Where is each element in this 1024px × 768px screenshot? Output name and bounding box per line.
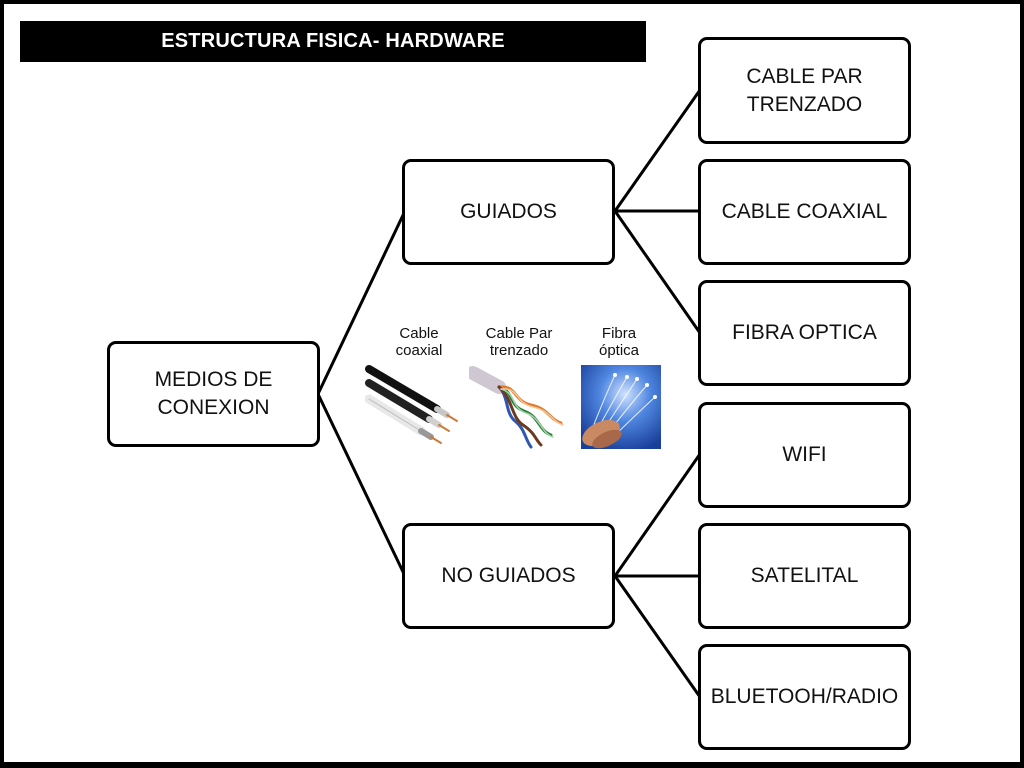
leaf-node-par-trenzado: CABLE PAR TRENZADO (698, 37, 911, 144)
coaxial-cable-icon (365, 365, 458, 444)
twisted-pair-cable-icon (469, 366, 564, 449)
slide: ESTRUCTURA FISICA- HARDWARE MEDIOS DE CO… (4, 4, 1020, 762)
root-node: MEDIOS DE CONEXION (107, 341, 320, 447)
branch-node-no-guiados: NO GUIADOS (402, 523, 615, 629)
media-illustrations: Cable coaxial Cable Par trenzado (359, 319, 669, 449)
leaf-node-fibra-optica: FIBRA OPTICA (698, 280, 911, 386)
connector-root-guiados (316, 209, 407, 396)
leaf-node-coaxial: CABLE COAXIAL (698, 159, 911, 265)
fiber-optic-icon (581, 365, 661, 449)
connector-guiados-par-trenzado (613, 88, 702, 213)
connector-lines (316, 88, 702, 699)
branch-node-guiados: GUIADOS (402, 159, 615, 265)
connector-root-no-guiados (316, 392, 407, 578)
connector-noguiados-wifi (613, 452, 702, 578)
coaxial-label: Cable coaxial (395, 325, 443, 359)
connector-guiados-fibra (613, 209, 702, 335)
connector-noguiados-bluetooth (613, 574, 702, 699)
leaf-node-wifi: WIFI (698, 402, 911, 508)
slide-title: ESTRUCTURA FISICA- HARDWARE (20, 21, 646, 62)
leaf-node-satelital: SATELITAL (698, 523, 911, 629)
leaf-node-bluetooth-radio: BLUETOOH/RADIO (698, 644, 911, 750)
twisted-pair-label: Cable Par trenzado (485, 325, 553, 359)
fiber-optic-label: Fibra óptica (598, 325, 640, 359)
